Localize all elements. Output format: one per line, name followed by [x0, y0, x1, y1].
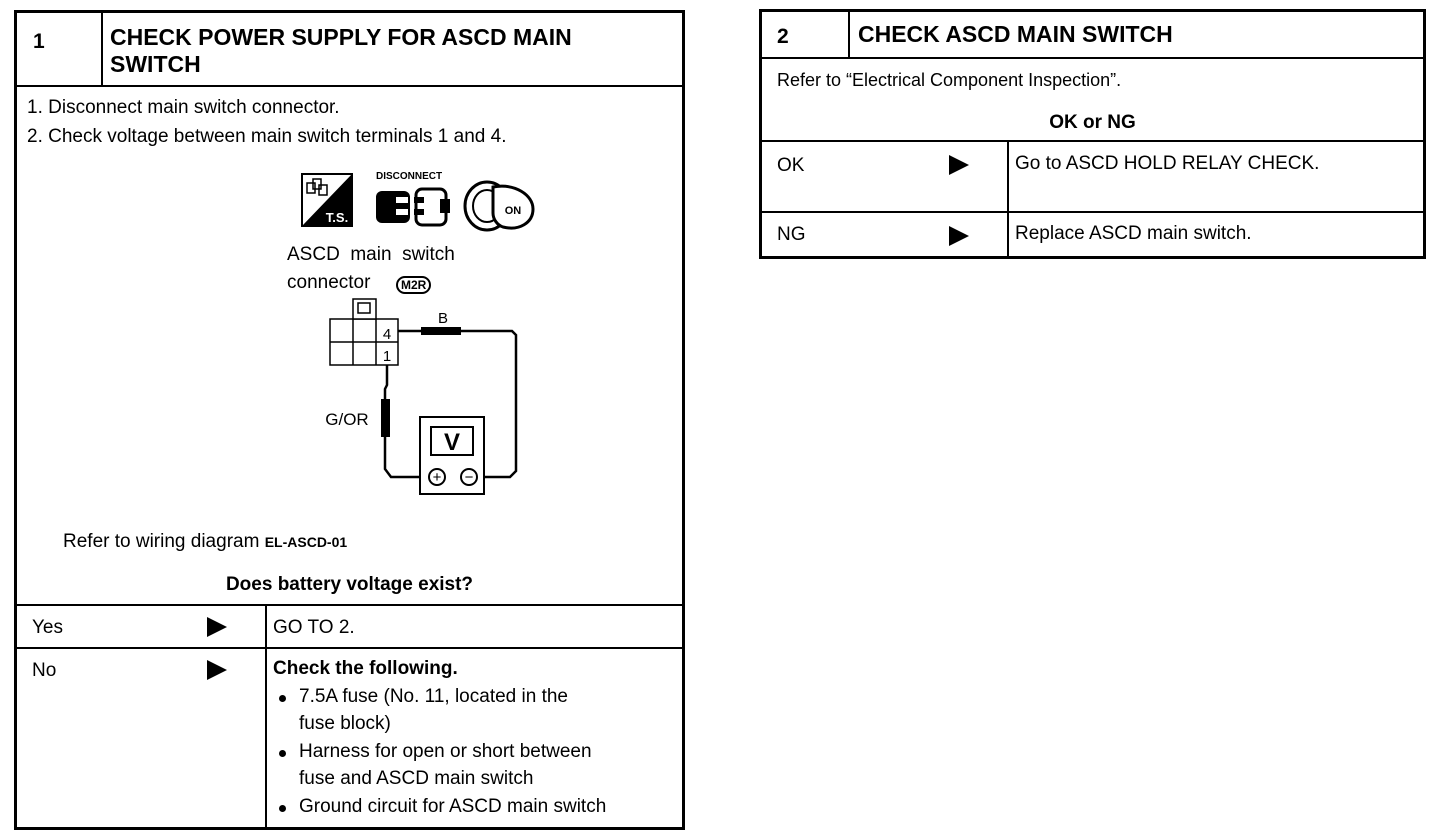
step2-ok-arrow [949, 155, 969, 175]
step2-question-rule [762, 140, 1423, 142]
connector-label-line2: connector [287, 272, 371, 293]
step1-yes-arrow [207, 617, 227, 637]
step1-no-bullet-3: Ground circuit for ASCD main switch [299, 796, 607, 817]
step1-header-rule [17, 85, 682, 87]
wire-b-label: B [438, 310, 448, 327]
step1-no-action-title: Check the following. [273, 658, 458, 679]
terminal-4-label: 4 [383, 326, 391, 343]
bullet-dot [279, 805, 286, 812]
step2-answer-divider [1007, 140, 1009, 256]
disconnect-label: DISCONNECT [376, 171, 443, 182]
step1-yes-action: GO TO 2. [273, 617, 355, 638]
ts-icon-label: T.S. [326, 210, 348, 225]
step1-title-line2: SWITCH [110, 51, 201, 77]
step2-ng-label: NG [777, 224, 806, 245]
ignition-on-label: ON [505, 205, 522, 217]
step2-box: 2 CHECK ASCD MAIN SWITCH Refer to “Elect… [759, 9, 1426, 259]
wiring-diagram: 4 1 B G/OR V + − [307, 293, 547, 503]
step2-ok-action: Go to ASCD HOLD RELAY CHECK. [1015, 153, 1320, 174]
step1-instruction-1: 1. Disconnect main switch connector. [27, 97, 340, 118]
step2-number: 2 [777, 25, 789, 48]
ts-icon: T.S. [301, 173, 353, 227]
step1-no-bullet-2-cont: fuse and ASCD main switch [299, 768, 534, 789]
wire-gor-label: G/OR [325, 410, 368, 429]
step2-title: CHECK ASCD MAIN SWITCH [858, 21, 1173, 47]
step2-ok-rule [762, 211, 1423, 213]
step2-instruction: Refer to “Electrical Component Inspectio… [777, 70, 1122, 90]
step1-instruction-2: 2. Check voltage between main switch ter… [27, 126, 507, 147]
wiring-reference-prefix: Refer to wiring diagram [63, 531, 265, 552]
wiring-reference: Refer to wiring diagram EL-ASCD-01 [63, 531, 347, 553]
step1-no-arrow [207, 660, 227, 680]
voltmeter-label: V [444, 429, 460, 456]
step1-yes-rule [17, 647, 682, 649]
step2-header-divider [848, 12, 850, 57]
plus-terminal: + [433, 469, 442, 486]
step2-ng-arrow [949, 226, 969, 246]
step2-question: OK or NG [1049, 112, 1136, 133]
step1-header-divider [101, 13, 103, 85]
connector-code-badge: M2R [396, 276, 432, 294]
minus-terminal: − [465, 469, 474, 486]
step1-question-rule [17, 604, 682, 606]
step1-no-bullet-1-cont: fuse block) [299, 713, 391, 734]
step1-question: Does battery voltage exist? [225, 574, 474, 595]
step1-no-bullet-1: 7.5A fuse (No. 11, located in the [299, 686, 568, 707]
connector-label-line1: ASCD main switch [287, 244, 455, 265]
step2-header-rule [762, 57, 1423, 59]
step2-ng-action: Replace ASCD main switch. [1015, 223, 1252, 244]
disconnect-icon [374, 185, 454, 229]
bullet-dot [279, 750, 286, 757]
step1-title-line1: CHECK POWER SUPPLY FOR ASCD MAIN [110, 24, 572, 50]
ignition-on-icon: ON [463, 179, 539, 233]
step1-number: 1 [33, 30, 45, 53]
step1-yes-label: Yes [32, 617, 63, 638]
step1-box: 1 CHECK POWER SUPPLY FOR ASCD MAIN SWITC… [14, 10, 685, 830]
step1-no-label: No [32, 660, 57, 681]
terminal-1-label: 1 [383, 348, 391, 365]
bullet-dot [279, 695, 286, 702]
step2-ok-label: OK [777, 155, 805, 176]
step1-answer-divider [265, 604, 267, 830]
wiring-reference-code: EL-ASCD-01 [264, 534, 348, 550]
step1-no-bullet-2: Harness for open or short between [299, 741, 592, 762]
